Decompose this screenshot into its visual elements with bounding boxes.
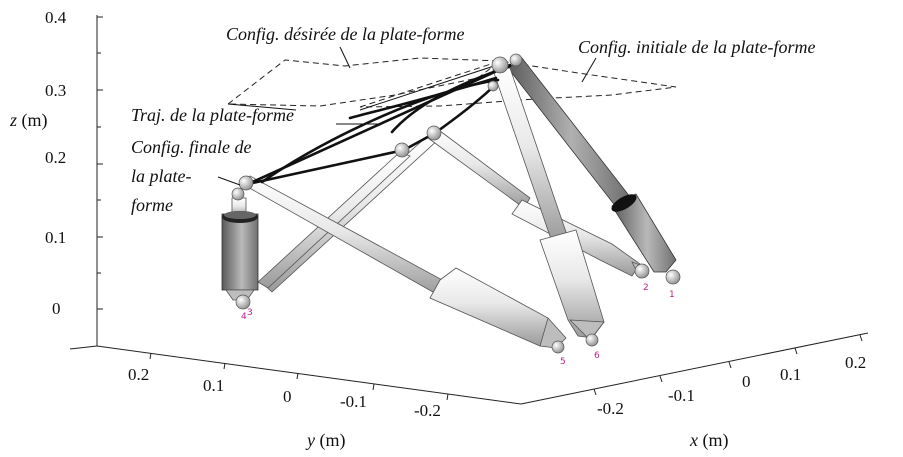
joint-ball — [509, 53, 523, 67]
leg-number-label: 3 — [247, 308, 253, 318]
joint-ball — [491, 56, 509, 74]
leg-number-label: 1 — [669, 290, 675, 300]
desired-config-leader — [339, 46, 351, 69]
joint-balls — [231, 53, 681, 354]
y-axis-label: y (m) — [305, 430, 346, 451]
x-ticks — [593, 334, 863, 396]
z-tick-label: 0.4 — [45, 8, 67, 27]
z-tick-label: 0 — [52, 299, 61, 318]
trajectory-annotation: Traj. de la plate-forme — [131, 105, 294, 125]
z-tick-label: 0.1 — [45, 228, 66, 247]
initial-config-leader — [581, 57, 597, 83]
joint-ball — [394, 142, 410, 158]
desired-platform-outline — [226, 57, 502, 107]
joint-ball — [231, 187, 245, 201]
leg-number-labels: 1 2 3 4 5 6 — [241, 283, 675, 367]
leg-number-label: 4 — [241, 312, 247, 322]
x-axis-line — [520, 332, 869, 405]
final-config-annotation: la plate- — [131, 166, 192, 186]
leg-number-label: 2 — [643, 283, 649, 293]
floor-stub-line — [69, 345, 98, 350]
z-tick-label: 0.2 — [45, 148, 66, 167]
x-axis-label: x (m) — [689, 430, 729, 451]
x-tick-label: 0.1 — [780, 365, 801, 384]
annotations: Config. désirée de la plate-forme Config… — [131, 24, 815, 215]
y-axis-line — [96, 345, 522, 405]
axes-frame — [69, 15, 869, 405]
y-ticks — [149, 352, 449, 401]
trajectory-curve — [433, 82, 498, 135]
z-tick-label: 0.3 — [45, 81, 66, 100]
final-config-leader — [217, 176, 241, 186]
x-tick-label: -0.2 — [597, 399, 624, 418]
joint-ball — [634, 263, 650, 279]
x-tick-labels: -0.2 -0.1 0 0.1 0.2 — [597, 353, 866, 418]
z-axis-label: z (m) — [9, 110, 48, 131]
leg-number-label: 6 — [594, 351, 600, 361]
leg-4 — [257, 151, 411, 289]
joint-ball — [238, 175, 254, 191]
joint-ball — [426, 125, 442, 141]
y-tick-label: 0.1 — [203, 376, 224, 395]
final-config-annotation: Config. finale de — [131, 137, 252, 157]
joint-ball — [235, 294, 251, 310]
trajectory-curve — [260, 78, 500, 184]
leg-6 — [492, 67, 605, 341]
leg-number-label: 5 — [560, 357, 566, 367]
y-tick-label: 0.2 — [128, 365, 149, 384]
y-tick-label: -0.1 — [340, 392, 367, 411]
left-actuator — [221, 197, 259, 301]
final-config-annotation: forme — [131, 195, 173, 215]
joint-ball — [665, 269, 681, 285]
joint-ball — [487, 80, 499, 92]
x-tick-label: -0.1 — [668, 386, 695, 405]
x-tick-label: 0 — [742, 372, 751, 391]
joint-ball — [551, 340, 565, 354]
y-tick-labels: 0.2 0.1 0 -0.1 -0.2 — [128, 365, 441, 420]
joint-ball — [585, 333, 599, 347]
desired-config-annotation: Config. désirée de la plate-forme — [226, 24, 464, 44]
y-tick-label: -0.2 — [414, 401, 441, 420]
y-tick-label: 0 — [283, 387, 292, 406]
z-tick-labels: 0.4 0.3 0.2 0.1 0 — [45, 8, 67, 318]
initial-config-annotation: Config. initiale de la plate-forme — [578, 37, 815, 57]
x-tick-label: 0.2 — [845, 353, 866, 372]
trajectory-thin-lines — [227, 63, 501, 111]
final-platform-edge — [246, 148, 406, 186]
z-ticks — [97, 16, 103, 310]
